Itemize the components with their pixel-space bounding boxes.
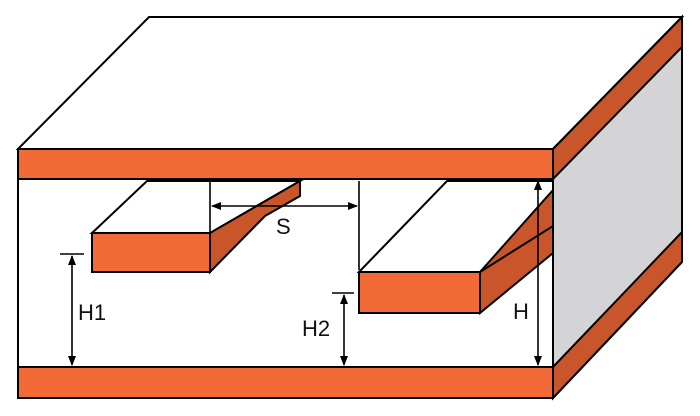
h2-label: H2: [302, 316, 330, 341]
top-ground-plane: [17, 148, 554, 180]
h-label: H: [513, 299, 529, 324]
s-label: S: [276, 214, 291, 239]
h1-label: H1: [78, 300, 106, 325]
trace1-front: [91, 232, 211, 273]
trace2-front: [358, 271, 481, 314]
bottom-ground-plane: [17, 366, 554, 399]
